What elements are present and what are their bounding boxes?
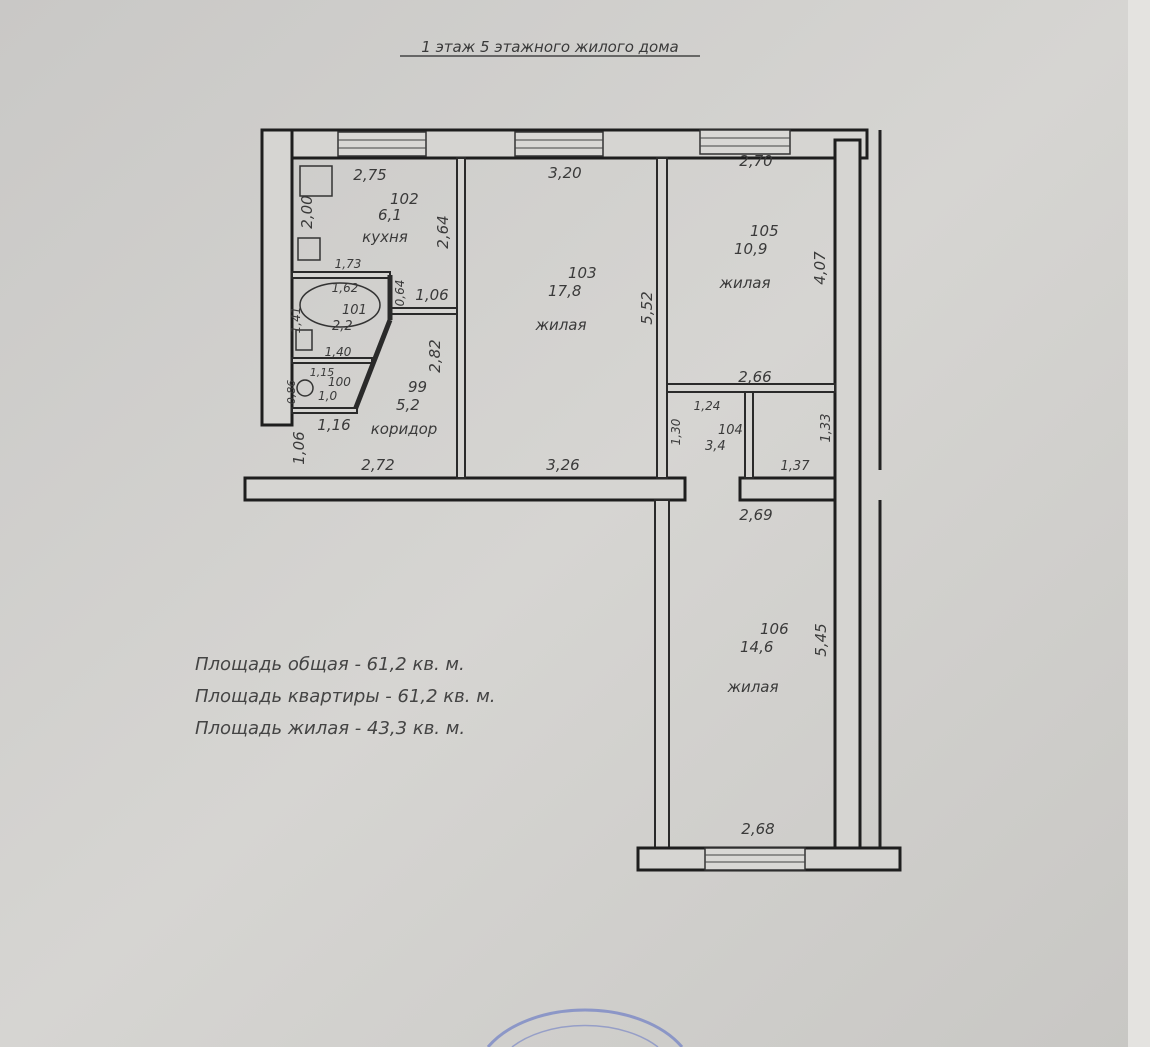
label: 5,2 <box>396 396 420 414</box>
label: 3,26 <box>546 456 579 474</box>
room-102: 102 6,1 кухня <box>362 190 418 246</box>
label: кухня <box>362 228 408 246</box>
room-106: 106 14,6 жилая <box>726 620 788 696</box>
room-99: 99 5,2 коридор <box>371 378 438 438</box>
dimensions: 2,75 2,00 2,64 1,73 1,62 0,64 1,41 1,40 … <box>285 152 834 838</box>
page-edge <box>1128 0 1150 1047</box>
bathtub-icon <box>299 282 381 328</box>
label: Площадь общая - 61,2 кв. м. <box>195 654 465 675</box>
plan-title: 1 этаж 5 этажного жилого дома <box>421 38 678 56</box>
label: 2,68 <box>741 820 774 838</box>
label: жилая <box>718 274 770 292</box>
label: 14,6 <box>740 638 773 656</box>
window <box>704 847 806 871</box>
label: 3,4 <box>705 439 726 454</box>
label: 1,37 <box>781 459 811 474</box>
label: 5,45 <box>812 623 830 656</box>
label: 2,75 <box>353 166 386 184</box>
area-summary: Площадь общая - 61,2 кв. м. Площадь квар… <box>195 654 496 739</box>
label: 102 <box>390 190 419 208</box>
label: 1,73 <box>335 257 362 271</box>
label: 1,0 <box>318 389 337 403</box>
label: 2,66 <box>738 368 771 386</box>
window <box>337 131 427 157</box>
window <box>699 129 791 155</box>
label: 1,41 <box>289 307 303 334</box>
label: 105 <box>750 222 779 240</box>
room-101: 101 2,2 <box>332 303 367 334</box>
room-100: 100 1,0 <box>318 375 351 403</box>
label: 1,16 <box>317 416 350 434</box>
label: 0,64 <box>393 280 407 307</box>
label: Площадь жилая - 43,3 кв. м. <box>195 718 465 739</box>
label: жилая <box>726 678 778 696</box>
label: 2,00 <box>298 195 316 228</box>
stamp <box>486 1008 684 1047</box>
sink-icon <box>297 237 321 261</box>
label: 106 <box>760 620 789 638</box>
walls <box>243 128 902 872</box>
label: 2,64 <box>434 215 452 248</box>
label: 1,06 <box>415 286 448 304</box>
label: 99 <box>408 378 427 396</box>
label: 101 <box>342 303 367 318</box>
label: 2,82 <box>426 339 444 372</box>
label: 10,9 <box>734 240 767 258</box>
label: 2,72 <box>361 456 394 474</box>
stove-icon <box>299 165 333 197</box>
label: коридор <box>371 420 438 438</box>
room-104: 104 3,4 <box>705 423 743 454</box>
label: 100 <box>328 375 351 389</box>
label: 17,8 <box>548 282 581 300</box>
label: 3,20 <box>548 164 581 182</box>
label: 6,1 <box>378 206 402 224</box>
label: 1,30 <box>669 418 683 445</box>
label: 2,2 <box>332 319 353 334</box>
label: Площадь квартиры - 61,2 кв. м. <box>195 686 496 707</box>
room-105: 105 10,9 жилая <box>718 222 778 292</box>
washbasin-icon <box>295 329 313 351</box>
label: 1,15 <box>310 366 335 379</box>
label: 1,62 <box>332 281 359 295</box>
label: 1,24 <box>694 399 721 413</box>
label: 2,70 <box>739 152 772 170</box>
toilet-icon <box>296 379 314 397</box>
label: 1,40 <box>325 345 352 359</box>
label: 5,52 <box>638 291 656 324</box>
window <box>514 131 604 157</box>
room-103: 103 17,8 жилая <box>534 264 596 334</box>
label: 1,33 <box>819 414 834 443</box>
label: 103 <box>568 264 597 282</box>
label: 0,86 <box>285 380 298 405</box>
label: 2,69 <box>739 506 772 524</box>
label: 104 <box>718 423 743 438</box>
label: жилая <box>534 316 586 334</box>
label: 1,06 <box>290 431 308 464</box>
label: 4,07 <box>811 251 829 285</box>
